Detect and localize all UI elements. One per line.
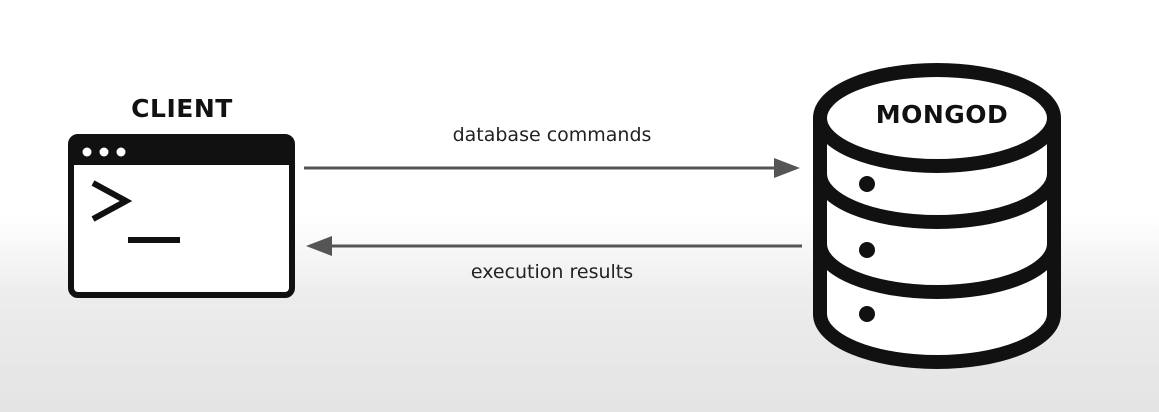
terminal-window-icon <box>68 134 295 298</box>
arrows <box>304 158 802 256</box>
client-title: CLIENT <box>131 94 233 123</box>
mongod-title: MONGOD <box>875 100 1009 129</box>
response-label: execution results <box>470 261 634 283</box>
request-label: database commands <box>452 124 652 146</box>
database-cylinder-icon <box>813 63 1061 369</box>
response-arrow <box>306 236 802 256</box>
request-arrow <box>304 158 800 178</box>
